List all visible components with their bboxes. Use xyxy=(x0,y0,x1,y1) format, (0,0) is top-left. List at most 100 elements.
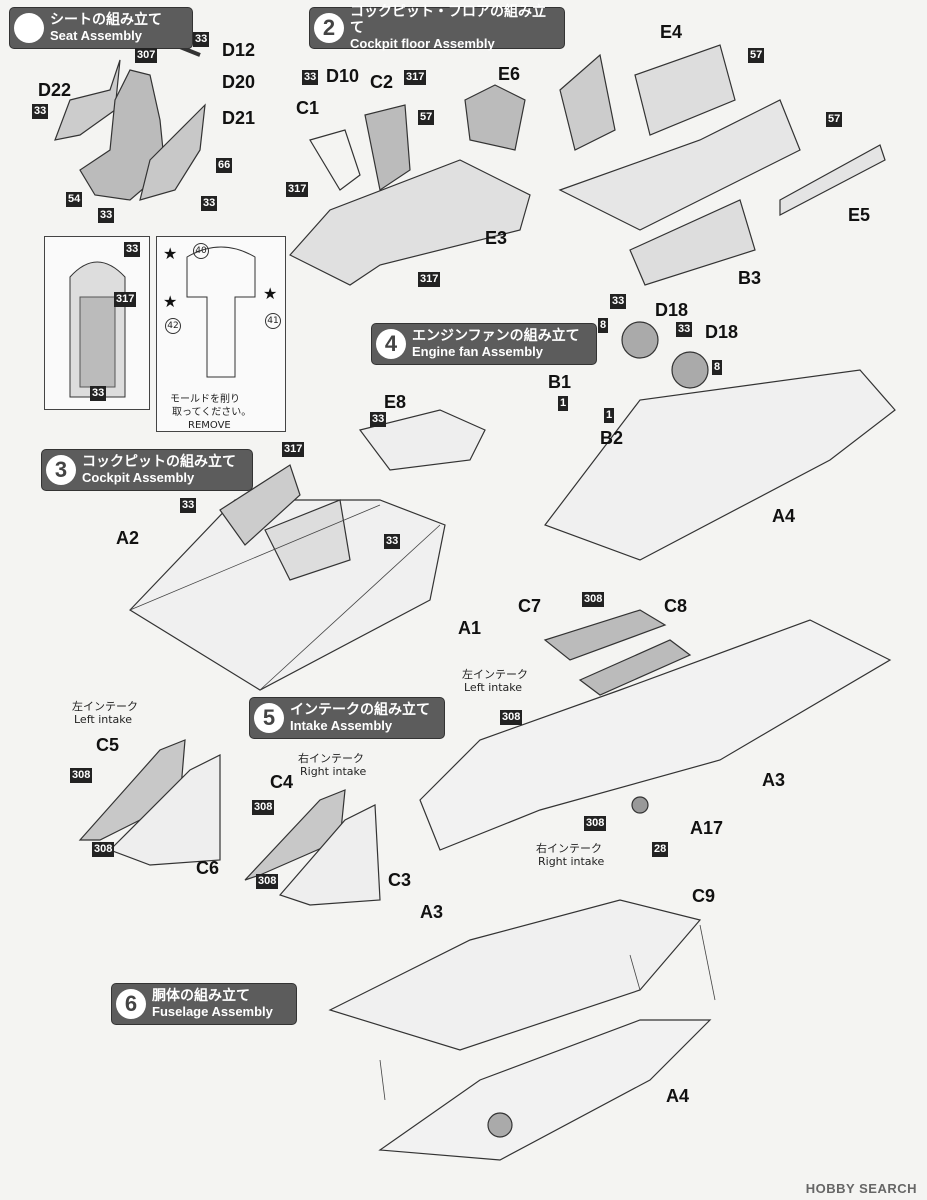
color-code-8: 8 xyxy=(598,318,609,333)
step-number: 6 xyxy=(116,989,146,1019)
step-title-en: Cockpit Assembly xyxy=(82,470,195,485)
step-title-en: Intake Assembly xyxy=(290,718,393,733)
part-label-a17: A17 xyxy=(690,818,724,838)
step-number: 2 xyxy=(314,13,344,43)
step-number: 3 xyxy=(46,455,76,485)
color-code-33: 33 xyxy=(370,412,387,427)
left-intake-note-en: Left intake xyxy=(74,713,133,726)
color-code-66: 66 xyxy=(216,158,233,173)
right-intake-note-jp: 右インテーク xyxy=(536,842,602,855)
part-label-e5: E5 xyxy=(848,205,871,225)
right-intake-note-jp: 右インテーク xyxy=(298,752,364,765)
color-code-1: 1 xyxy=(604,408,615,423)
decal-40: 40 xyxy=(193,243,209,259)
color-code-317: 317 xyxy=(286,182,309,197)
svg-text:★: ★ xyxy=(163,244,177,263)
part-label-c5: C5 xyxy=(96,735,120,755)
step-title-en: Fuselage Assembly xyxy=(152,1004,273,1019)
part-label-b2: B2 xyxy=(600,428,624,448)
part-label-c2: C2 xyxy=(370,72,394,92)
left-intake-note-jp: 左インテーク xyxy=(72,700,138,713)
color-code-28: 28 xyxy=(652,842,669,857)
part-label-c7: C7 xyxy=(518,596,542,616)
step-title-jp: コックピットの組み立て xyxy=(82,454,236,470)
part-label-c6: C6 xyxy=(196,858,220,878)
part-label-d18a: D18 xyxy=(655,300,689,320)
color-code-57: 57 xyxy=(748,48,765,63)
step-title-en: Cockpit floor Assembly xyxy=(350,36,495,51)
instrument-panel-decal-box xyxy=(44,236,150,410)
color-code-33: 33 xyxy=(98,208,115,223)
part-label-c1: C1 xyxy=(296,98,320,118)
color-code-33: 33 xyxy=(180,498,197,513)
color-code-33: 33 xyxy=(610,294,627,309)
part-label-c9: C9 xyxy=(692,886,716,906)
color-code-33: 33 xyxy=(193,32,210,47)
part-label-d12: D12 xyxy=(222,40,256,60)
part-label-b1: B1 xyxy=(548,372,572,392)
color-code-317: 317 xyxy=(114,292,137,307)
color-code-317: 317 xyxy=(404,70,427,85)
decal-placement-box: ★ ★ ★ xyxy=(156,236,286,432)
step-title-jp: エンジンファンの組み立て xyxy=(412,328,580,344)
part-label-a4: A4 xyxy=(772,506,796,526)
watermark: HOBBY SEARCH xyxy=(805,1181,917,1196)
part-label-d10: D10 xyxy=(326,66,360,86)
instrument-panel-drawing xyxy=(69,261,126,398)
color-code-33: 33 xyxy=(90,386,107,401)
color-code-33: 33 xyxy=(384,534,401,549)
part-label-a3b: A3 xyxy=(420,902,444,922)
color-code-57: 57 xyxy=(826,112,843,127)
left-intake-note-jp: 左インテーク xyxy=(462,668,528,681)
part-label-c3: C3 xyxy=(388,870,412,890)
part-label-e6: E6 xyxy=(498,64,521,84)
color-code-307: 307 xyxy=(135,48,158,63)
step-title-jp: シートの組み立て xyxy=(50,12,162,28)
part-label-a4b: A4 xyxy=(666,1086,690,1106)
part-label-a1: A1 xyxy=(458,618,482,638)
color-code-33: 33 xyxy=(32,104,49,119)
color-code-308: 308 xyxy=(92,842,115,857)
part-label-e8: E8 xyxy=(384,392,407,412)
step-title-en: Engine fan Assembly xyxy=(412,344,543,359)
part-label-a3: A3 xyxy=(762,770,786,790)
right-intake-note-en: Right intake xyxy=(300,765,367,778)
color-code-33: 33 xyxy=(201,196,218,211)
step-title-jp: コックピット・フロアの組み立て xyxy=(350,4,546,36)
part-label-c8: C8 xyxy=(664,596,688,616)
right-intake-note-en: Right intake xyxy=(538,855,605,868)
svg-text:★: ★ xyxy=(263,284,277,303)
svg-text:★: ★ xyxy=(163,292,177,311)
decal-41: 41 xyxy=(265,313,281,329)
remove-note-en: REMOVE xyxy=(188,420,231,431)
color-code-1: 1 xyxy=(558,396,569,411)
color-code-308: 308 xyxy=(584,816,607,831)
color-code-33: 33 xyxy=(124,242,141,257)
remove-note-jp-1: モールドを削り xyxy=(170,394,240,405)
part-label-e4: E4 xyxy=(660,22,683,42)
step-number: 5 xyxy=(254,703,284,733)
left-intake-note-en: Left intake xyxy=(464,681,523,694)
step-title-en: Seat Assembly xyxy=(50,28,143,43)
step-number xyxy=(14,13,44,43)
color-code-33: 33 xyxy=(302,70,319,85)
part-label-e3: E3 xyxy=(485,228,508,248)
decal-42: 42 xyxy=(165,318,181,334)
color-code-308: 308 xyxy=(252,800,275,815)
remove-note-jp-2: 取ってください。 xyxy=(172,407,252,418)
color-code-308: 308 xyxy=(256,874,279,889)
color-code-317: 317 xyxy=(418,272,441,287)
color-code-308: 308 xyxy=(500,710,523,725)
step-title-jp: 胴体の組み立て xyxy=(152,988,250,1004)
part-label-d20: D20 xyxy=(222,72,256,92)
part-label-c4: C4 xyxy=(270,772,294,792)
color-code-308: 308 xyxy=(582,592,605,607)
color-code-8: 8 xyxy=(712,360,723,375)
